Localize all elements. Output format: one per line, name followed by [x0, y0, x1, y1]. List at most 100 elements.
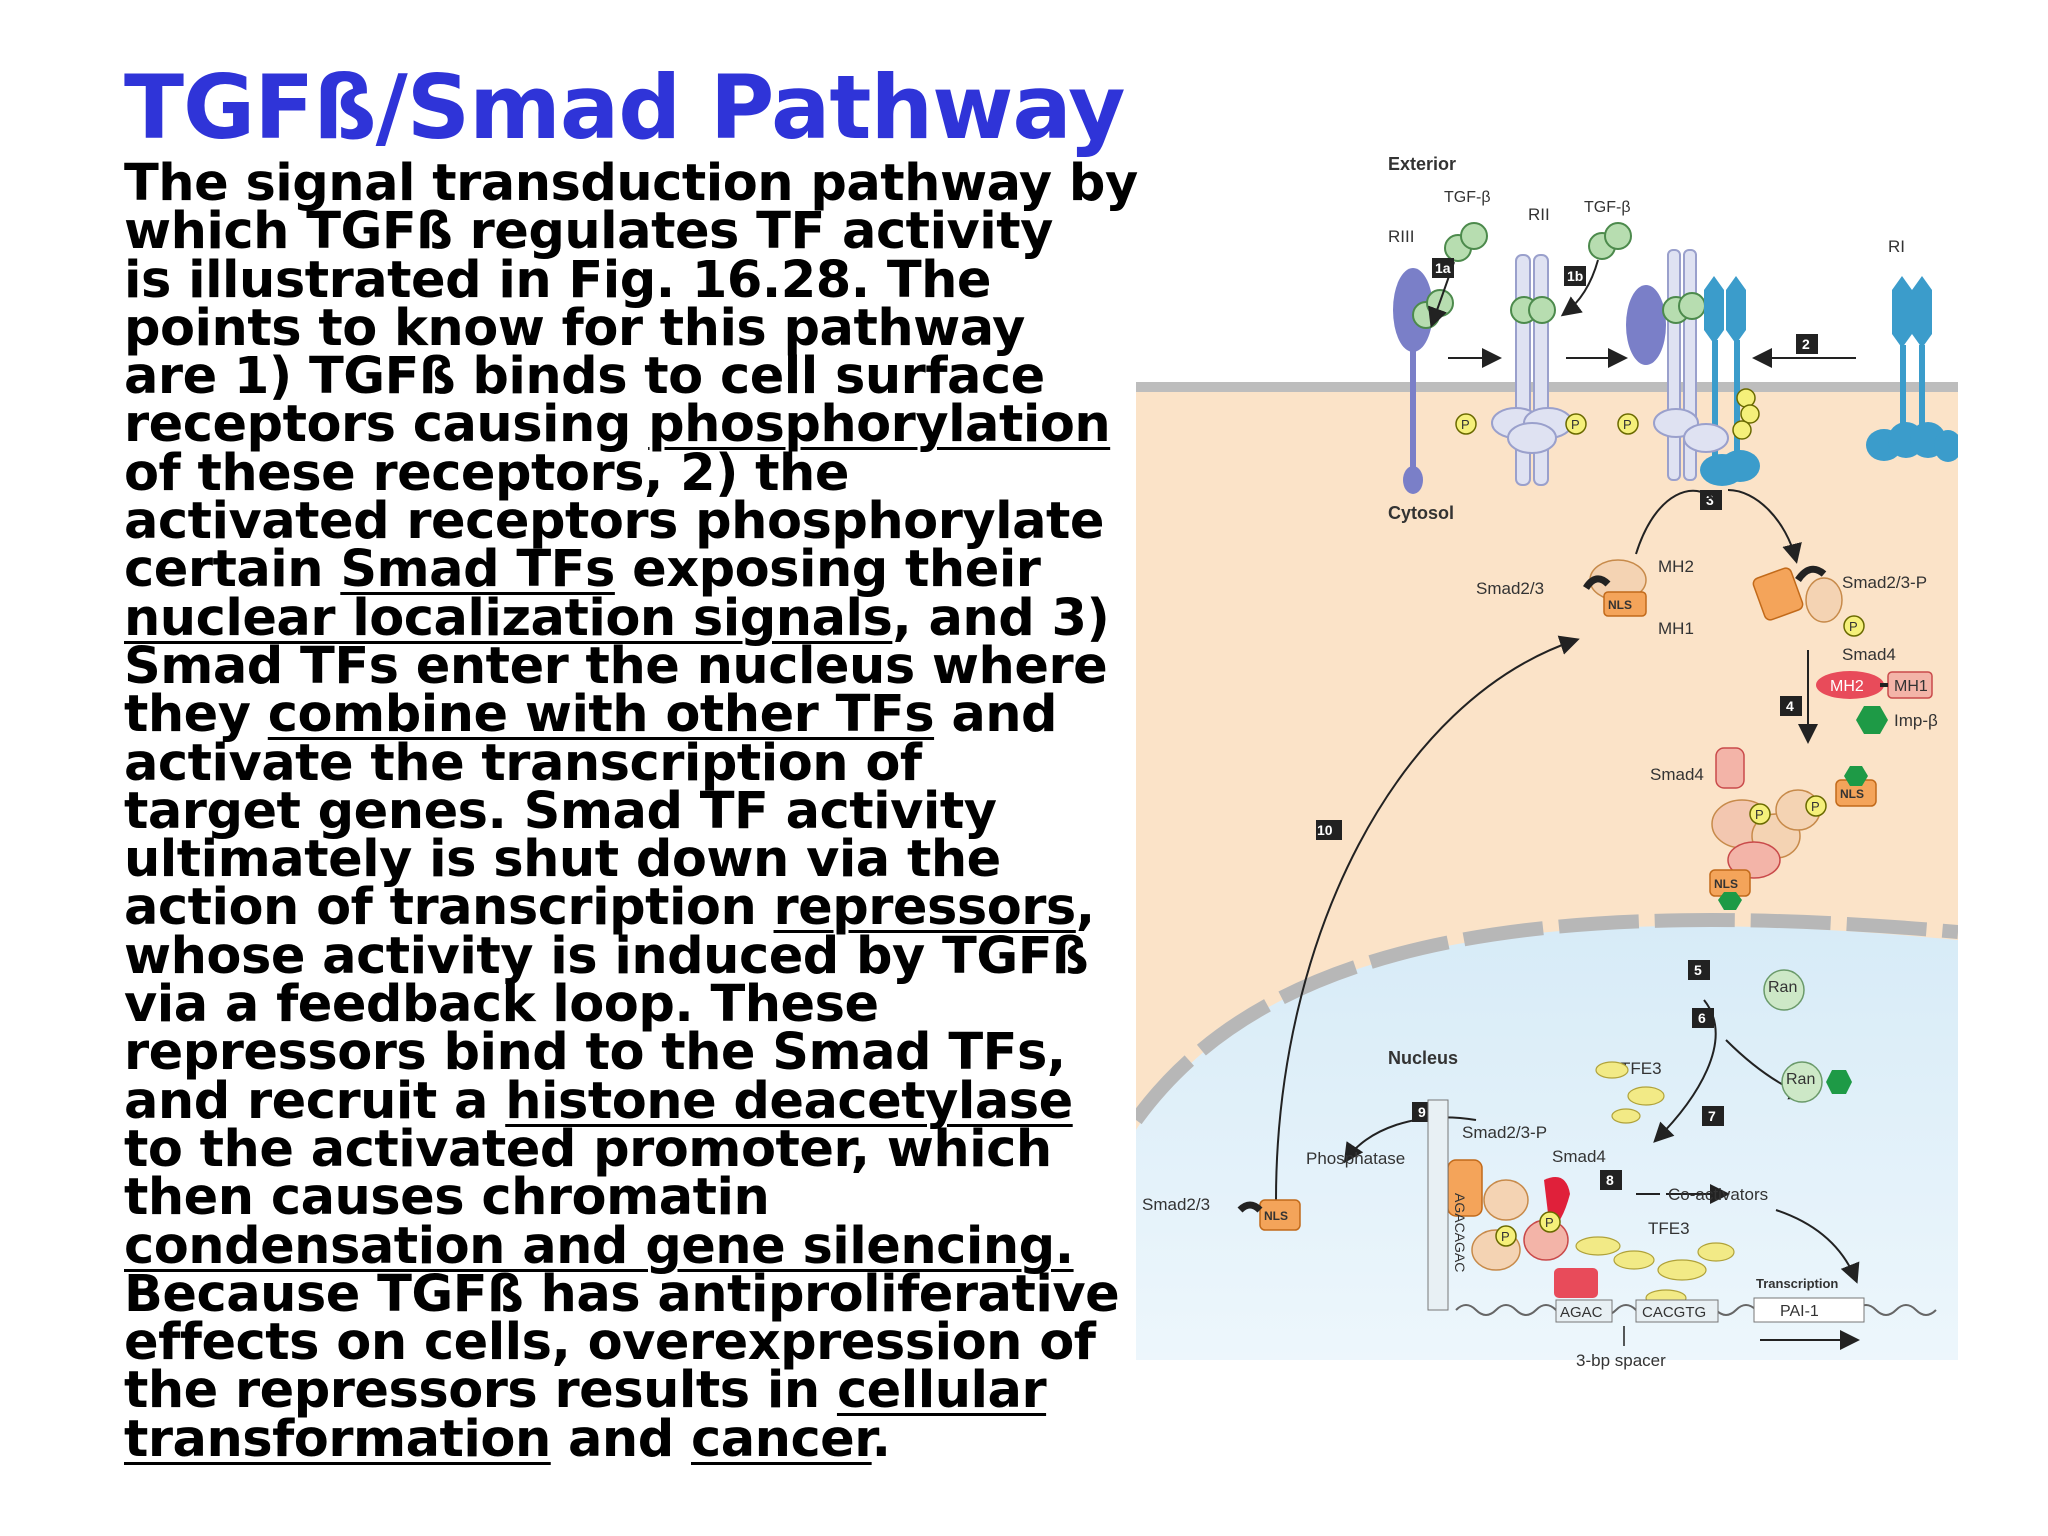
label-coactivators: Co-activators	[1668, 1185, 1768, 1204]
svg-text:9: 9	[1418, 1104, 1426, 1120]
svg-text:P: P	[1545, 1215, 1554, 1230]
tgfb-ligand-a	[1444, 222, 1488, 262]
tgfb-ligand-b	[1588, 222, 1632, 260]
body-line: to the activated promoter, which	[124, 1124, 1124, 1175]
label-spacer: 3-bp spacer	[1576, 1351, 1666, 1370]
svg-text:AGAC: AGAC	[1560, 1304, 1603, 1321]
body-line: activate the transcription of	[124, 738, 1124, 789]
pathway-figure: Exterior Cytosol Nucleus RIII RII RI TGF…	[1136, 140, 1958, 1380]
body-text-segment: then causes chromatin	[124, 1168, 770, 1228]
label-smad4: Smad4	[1842, 645, 1896, 664]
svg-text:P: P	[1755, 807, 1764, 822]
step-markers: 1a 1b 2 3 4 5 6 7 8 9 10	[1316, 258, 1818, 1190]
body-line: and recruit a histone deacetylase	[124, 1076, 1124, 1127]
underlined-term: histone deacetylase	[505, 1071, 1073, 1131]
importin-beta	[1856, 706, 1888, 734]
label-cytosol: Cytosol	[1388, 503, 1454, 523]
tfe3-top	[1595, 1061, 1665, 1124]
label-smad23-p: Smad2/3-P	[1842, 573, 1927, 592]
body-line: ultimately is shut down via the	[124, 834, 1124, 885]
svg-text:AGACAGAC: AGACAGAC	[1452, 1193, 1468, 1272]
svg-text:1b: 1b	[1567, 268, 1583, 284]
body-text-segment: certain	[124, 540, 341, 600]
dna-bound-complex: P P	[1447, 1159, 1735, 1307]
body-text-segment: Because TGFß has antiproliferative	[124, 1264, 1120, 1324]
label-mh2: MH2	[1658, 557, 1694, 576]
body-line: activated receptors phosphorylate	[124, 496, 1124, 547]
underlined-term: nuclear localization signals	[124, 588, 893, 648]
body-text-segment: Smad TFs enter the nucleus where	[124, 636, 1108, 696]
svg-text:8: 8	[1606, 1172, 1614, 1188]
body-text-segment: The signal transduction pathway by	[124, 154, 1138, 213]
body-line: The signal transduction pathway by	[124, 158, 1138, 209]
svg-text:4: 4	[1786, 698, 1794, 714]
body-text-segment: .	[871, 1409, 891, 1469]
body-text-segment: target genes. Smad TF activity	[124, 781, 997, 841]
ran-gtp-2: Ran	[1781, 1061, 1852, 1103]
nuclear-envelope	[1136, 913, 1958, 1125]
underlined-term: Smad TFs	[340, 540, 615, 600]
body-text-segment: and	[934, 685, 1058, 745]
svg-text:NLS: NLS	[1714, 877, 1738, 891]
svg-text:5: 5	[1694, 962, 1702, 978]
body-line: of these receptors, 2) the	[124, 448, 1124, 499]
svg-text:PAI-1: PAI-1	[1780, 1303, 1819, 1320]
label-transcription: Transcription	[1756, 1276, 1838, 1291]
body-text-segment: receptors causing	[124, 395, 649, 455]
label-r3: RIII	[1388, 227, 1414, 246]
body-text-segment: and	[550, 1409, 691, 1469]
smad23-phosphorylated: P	[1752, 565, 1865, 637]
dna-strand: AGAC CACGTG PAI-1	[1455, 1297, 1937, 1350]
body-line: Smad TFs enter the nucleus where	[124, 641, 1124, 692]
svg-text:MH1: MH1	[1894, 678, 1928, 695]
svg-text:P: P	[1461, 417, 1470, 432]
svg-text:2: 2	[1802, 336, 1810, 352]
svg-text:NLS: NLS	[1840, 787, 1864, 801]
svg-text:P: P	[1501, 1229, 1510, 1244]
body-line: which TGFß regulates TF activity	[124, 206, 1124, 257]
underlined-term: cancer	[691, 1409, 872, 1469]
body-line: repressors bind to the Smad TFs,	[124, 1027, 1124, 1078]
body-text-segment: ,	[1075, 878, 1095, 938]
svg-text:MH2: MH2	[1830, 678, 1864, 695]
underlined-term: transformation	[124, 1409, 551, 1469]
body-text-segment: which TGFß regulates TF activity	[124, 202, 1053, 262]
label-exterior: Exterior	[1388, 154, 1456, 174]
dna-vertical: AGACAGAC	[1427, 1099, 1468, 1311]
body-line: they combine with other TFs and	[124, 689, 1124, 740]
body-line: effects on cells, overexpression of	[124, 1317, 1124, 1368]
svg-text:P: P	[1849, 619, 1858, 634]
smad23-exported: NLS	[1237, 1199, 1301, 1231]
body-line: are 1) TGFß binds to cell surface	[124, 351, 1124, 402]
svg-text:Ran: Ran	[1786, 1071, 1815, 1088]
body-text-segment: ultimately is shut down via the	[124, 830, 1001, 890]
label-imp-beta: Imp-β	[1894, 711, 1938, 730]
body-text-segment: to the activated promoter, which	[124, 1119, 1052, 1179]
body-text-segment: action of transcription	[124, 878, 774, 938]
label-smad23: Smad2/3	[1476, 579, 1544, 598]
body-text-segment: activate the transcription of	[124, 733, 922, 793]
body-text-segment: they	[124, 685, 268, 745]
body-text-segment: points to know for this pathway	[124, 298, 1025, 358]
svg-text:CACGTG: CACGTG	[1642, 1304, 1706, 1321]
label-r1: RI	[1888, 237, 1905, 256]
svg-text:10: 10	[1317, 822, 1333, 838]
body-line: the repressors results in cellular	[124, 1365, 1124, 1416]
label-tgfb-b: TGF-β	[1584, 199, 1631, 216]
ran-gtp-1: Ran	[1763, 969, 1805, 1011]
smad4-inactive: MH2 MH1	[1816, 671, 1933, 699]
label-tfe3-top: TFE3	[1620, 1059, 1662, 1078]
pathway-diagram: Exterior Cytosol Nucleus RIII RII RI TGF…	[1136, 154, 1958, 1380]
smad23-inactive: NLS	[1583, 559, 1647, 617]
underlined-term: cellular	[836, 1361, 1047, 1421]
label-nucleus: Nucleus	[1388, 1048, 1458, 1068]
underlined-term: combine with other TFs	[267, 685, 935, 745]
body-line: points to know for this pathway	[124, 303, 1124, 354]
underlined-term: condensation and gene silencing.	[124, 1216, 1074, 1276]
svg-text:6: 6	[1698, 1010, 1706, 1026]
body-text-segment: repressors bind to the Smad TFs,	[124, 1023, 1066, 1083]
body-line: Because TGFß has antiproliferative	[124, 1269, 1124, 1320]
body-text-segment: the repressors results in	[124, 1361, 837, 1421]
label-smad23p-nuclear: Smad2/3-P	[1462, 1123, 1547, 1142]
svg-text:P: P	[1571, 417, 1580, 432]
